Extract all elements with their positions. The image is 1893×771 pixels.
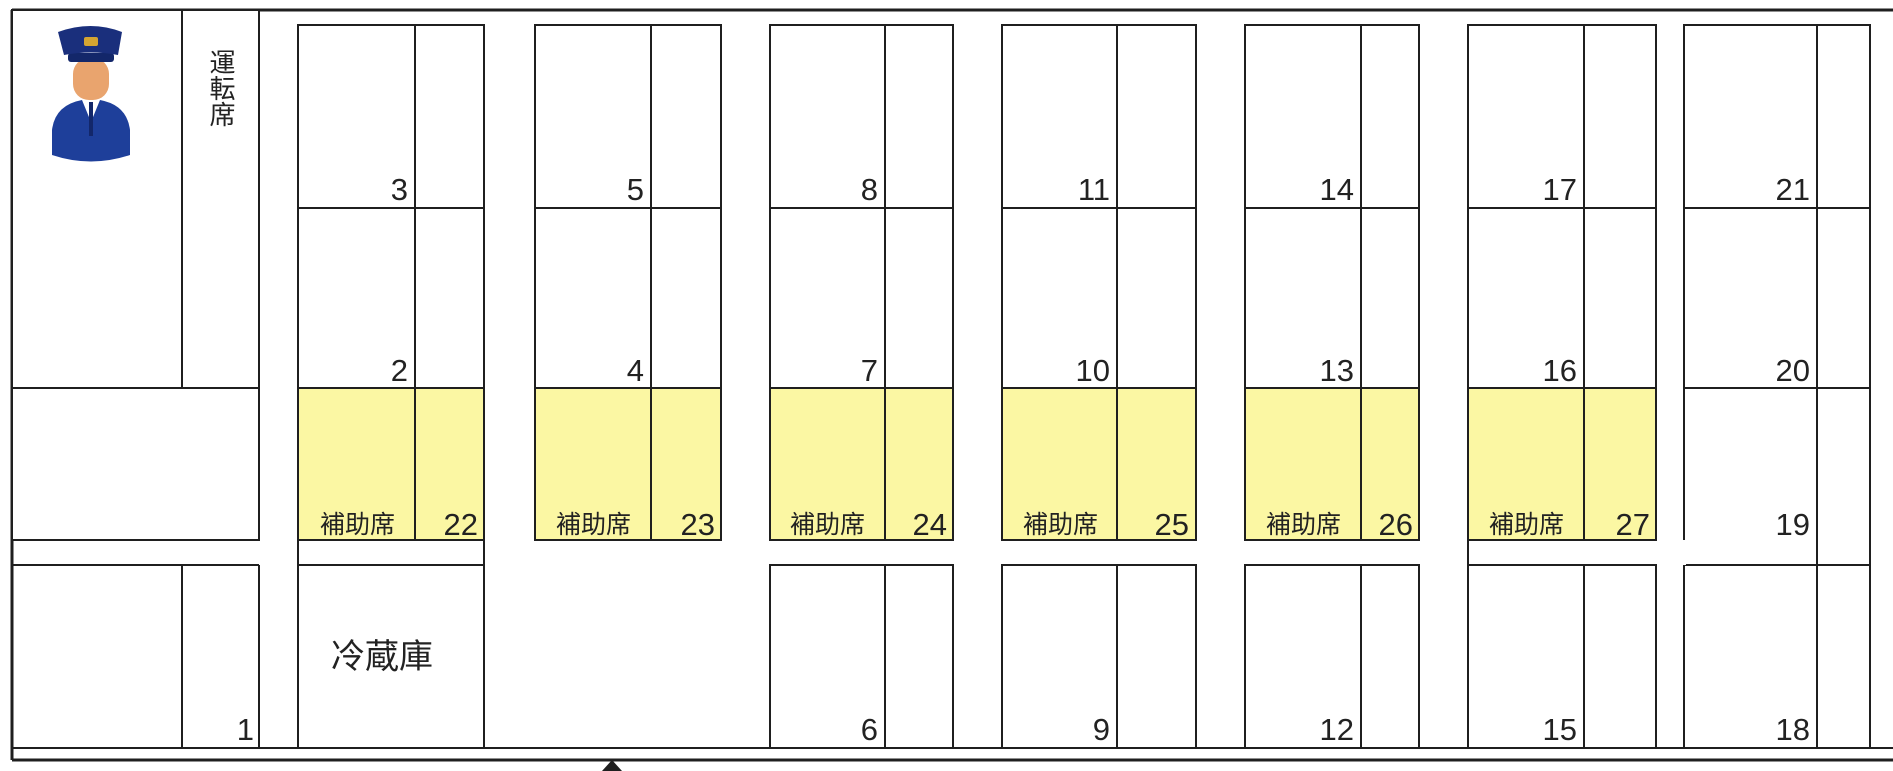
- aux-seat-label: 補助席: [1023, 510, 1098, 539]
- seat-4-number: 4: [627, 353, 644, 388]
- aux-seat-label: 補助席: [320, 510, 395, 539]
- seat-2-number: 2: [391, 353, 408, 388]
- seat-column-1: 3 2 補助席 22: [297, 24, 485, 542]
- seat-6-number: 6: [861, 712, 878, 747]
- seat-15-number: 15: [1543, 712, 1577, 747]
- aux-seat-label: 補助席: [790, 510, 865, 539]
- seat-13-number: 13: [1320, 353, 1354, 388]
- seat-column-2: 5 4 補助席 23: [534, 24, 722, 542]
- seat-column-5: 14 13 補助席 26 12: [1244, 24, 1420, 749]
- seat-12-number: 12: [1320, 712, 1354, 747]
- seat-7-number: 7: [861, 353, 878, 388]
- seat-10-number: 10: [1076, 353, 1110, 388]
- seat-20-number: 20: [1776, 353, 1810, 388]
- seat-11-number: 11: [1078, 172, 1110, 207]
- seat-3-number: 3: [391, 172, 408, 207]
- driver-avatar-icon: [52, 26, 130, 162]
- seat-18-number: 18: [1776, 712, 1810, 747]
- fridge: [297, 564, 485, 749]
- seat-column-7: 21 20 19 18: [1683, 24, 1871, 749]
- aux-seat-label: 補助席: [1489, 510, 1564, 539]
- aux-seat-label: 補助席: [1266, 510, 1341, 539]
- seat-26-number: 26: [1379, 507, 1413, 542]
- seat-24-number: 24: [913, 507, 947, 542]
- seat-16-number: 16: [1543, 353, 1577, 388]
- seat-1-number: 1: [237, 712, 254, 747]
- seat-23-number: 23: [681, 507, 715, 542]
- fridge-label: 冷蔵庫: [331, 637, 433, 677]
- seat-column-4: 11 10 補助席 25 9: [1001, 24, 1197, 749]
- seat-25-number: 25: [1155, 507, 1189, 542]
- door-marker: [602, 760, 622, 771]
- seat-9-number: 9: [1093, 712, 1110, 747]
- seat-17-number: 17: [1543, 172, 1577, 207]
- seat-5-number: 5: [627, 172, 644, 207]
- seat-19-number: 19: [1776, 507, 1810, 542]
- seat-column-6: 17 16 補助席 27 15: [1467, 24, 1657, 749]
- seat-column-3: 8 7 補助席 24 6: [769, 24, 954, 749]
- driver-seat-label: 運転席: [205, 49, 235, 127]
- service-area: [11, 387, 260, 541]
- seat-27-number: 27: [1616, 507, 1650, 542]
- seat-8-number: 8: [861, 172, 878, 207]
- seat-21-number: 21: [1776, 172, 1810, 207]
- seat-22-number: 22: [444, 507, 478, 542]
- aux-seat-label: 補助席: [556, 510, 631, 539]
- driver-area: 運転席: [11, 9, 260, 389]
- seat-14-number: 14: [1320, 172, 1354, 207]
